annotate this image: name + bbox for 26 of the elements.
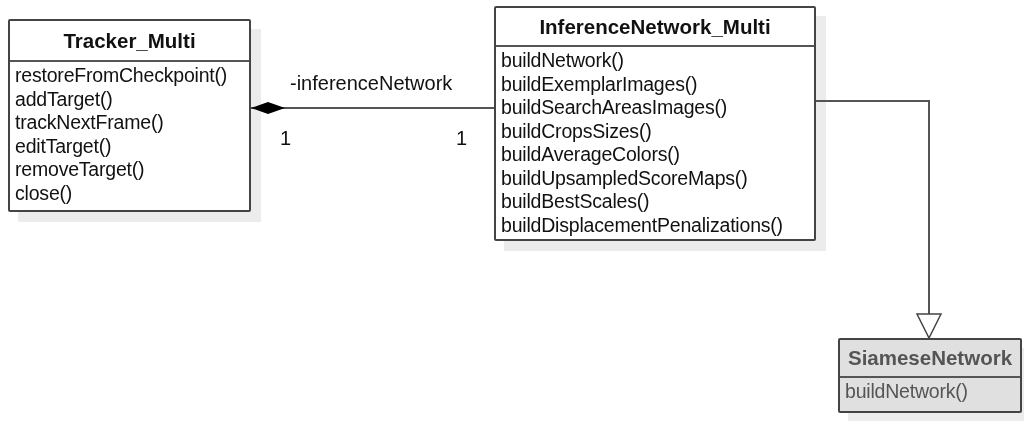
method-text: buildAverageColors() bbox=[501, 143, 681, 167]
multiplicity-label: 1 bbox=[280, 126, 292, 150]
method-text: buildSearchAreasImages() bbox=[501, 96, 729, 120]
method-text: buildNetwork() bbox=[845, 380, 969, 404]
method-text: restoreFromCheckpoint() bbox=[15, 64, 229, 88]
method-text: buildCropsSizes() bbox=[501, 119, 653, 143]
multiplicity-label: 1 bbox=[456, 126, 468, 150]
class-box bbox=[838, 338, 1022, 413]
class-box bbox=[494, 6, 816, 241]
method-text: buildUpsampledScoreMaps() bbox=[501, 166, 749, 190]
composition-line bbox=[250, 102, 495, 114]
method-text: buildBestScales() bbox=[501, 190, 651, 214]
class-name: Tracker_Multi bbox=[63, 28, 196, 53]
method-text: addTarget() bbox=[15, 87, 114, 111]
method-text: buildNetwork() bbox=[501, 49, 625, 73]
method-text: buildExemplarImages() bbox=[501, 72, 699, 96]
edge-label: -inferenceNetwork bbox=[290, 71, 453, 95]
class-box bbox=[8, 19, 251, 212]
method-text: trackNextFrame() bbox=[15, 111, 165, 135]
class-name: SiameseNetwork bbox=[847, 346, 1013, 370]
method-text: buildDisplacementPenalizations() bbox=[501, 213, 784, 237]
generalization-arrow bbox=[815, 100, 942, 339]
method-text: removeTarget() bbox=[15, 158, 146, 182]
class-name: InferenceNetwork_Multi bbox=[539, 14, 771, 39]
method-text: close() bbox=[15, 181, 74, 205]
method-text: editTarget() bbox=[15, 134, 113, 158]
